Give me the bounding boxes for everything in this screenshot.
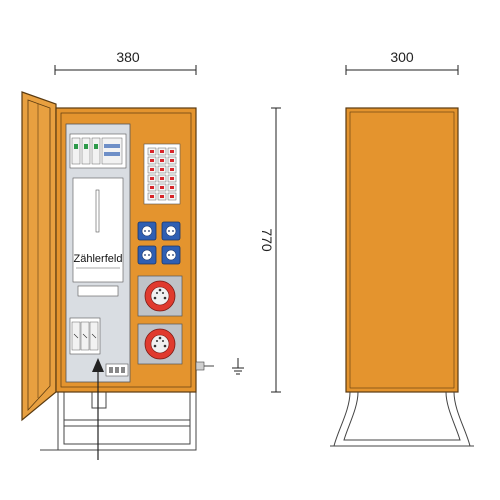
cabinet-door (21, 91, 57, 422)
blue-sockets (137, 221, 181, 265)
height-dimension: 770 (259, 107, 281, 393)
blue-socket (137, 221, 157, 241)
height-value: 770 (259, 228, 275, 252)
top-breakers (69, 133, 127, 169)
breaker (157, 174, 167, 183)
breaker (157, 165, 167, 174)
breaker (157, 183, 167, 192)
blue-socket (161, 245, 181, 265)
side-stand (330, 391, 474, 447)
red-cee-socket (137, 275, 183, 317)
breaker (167, 174, 177, 183)
breaker (157, 147, 167, 156)
blue-socket (161, 221, 181, 241)
breaker (167, 183, 177, 192)
width-dimension: 380 (54, 49, 197, 75)
breaker (147, 156, 157, 165)
breaker (157, 192, 167, 201)
red-sockets (137, 275, 183, 365)
front-stand (40, 392, 197, 451)
breaker (167, 165, 177, 174)
side-view (330, 107, 474, 447)
meter-panel: Zählerfeld (65, 123, 131, 383)
width-value: 380 (116, 49, 140, 65)
red-cee-socket (137, 323, 183, 365)
arrow-up-icon (92, 358, 104, 460)
breaker (147, 165, 157, 174)
cable-gland (195, 361, 214, 371)
ground-icon (232, 358, 244, 375)
breaker (167, 156, 177, 165)
depth-dimension: 300 (345, 49, 459, 75)
circuit-breakers (143, 143, 181, 205)
breaker (157, 156, 167, 165)
meter-panel-label: Zählerfeld (74, 253, 123, 265)
breaker (147, 192, 157, 201)
main-switch (69, 317, 101, 355)
breaker (147, 183, 157, 192)
breaker (167, 192, 177, 201)
breaker (147, 147, 157, 156)
breaker (167, 147, 177, 156)
depth-value: 300 (390, 49, 414, 65)
blue-socket (137, 245, 157, 265)
breaker (147, 174, 157, 183)
